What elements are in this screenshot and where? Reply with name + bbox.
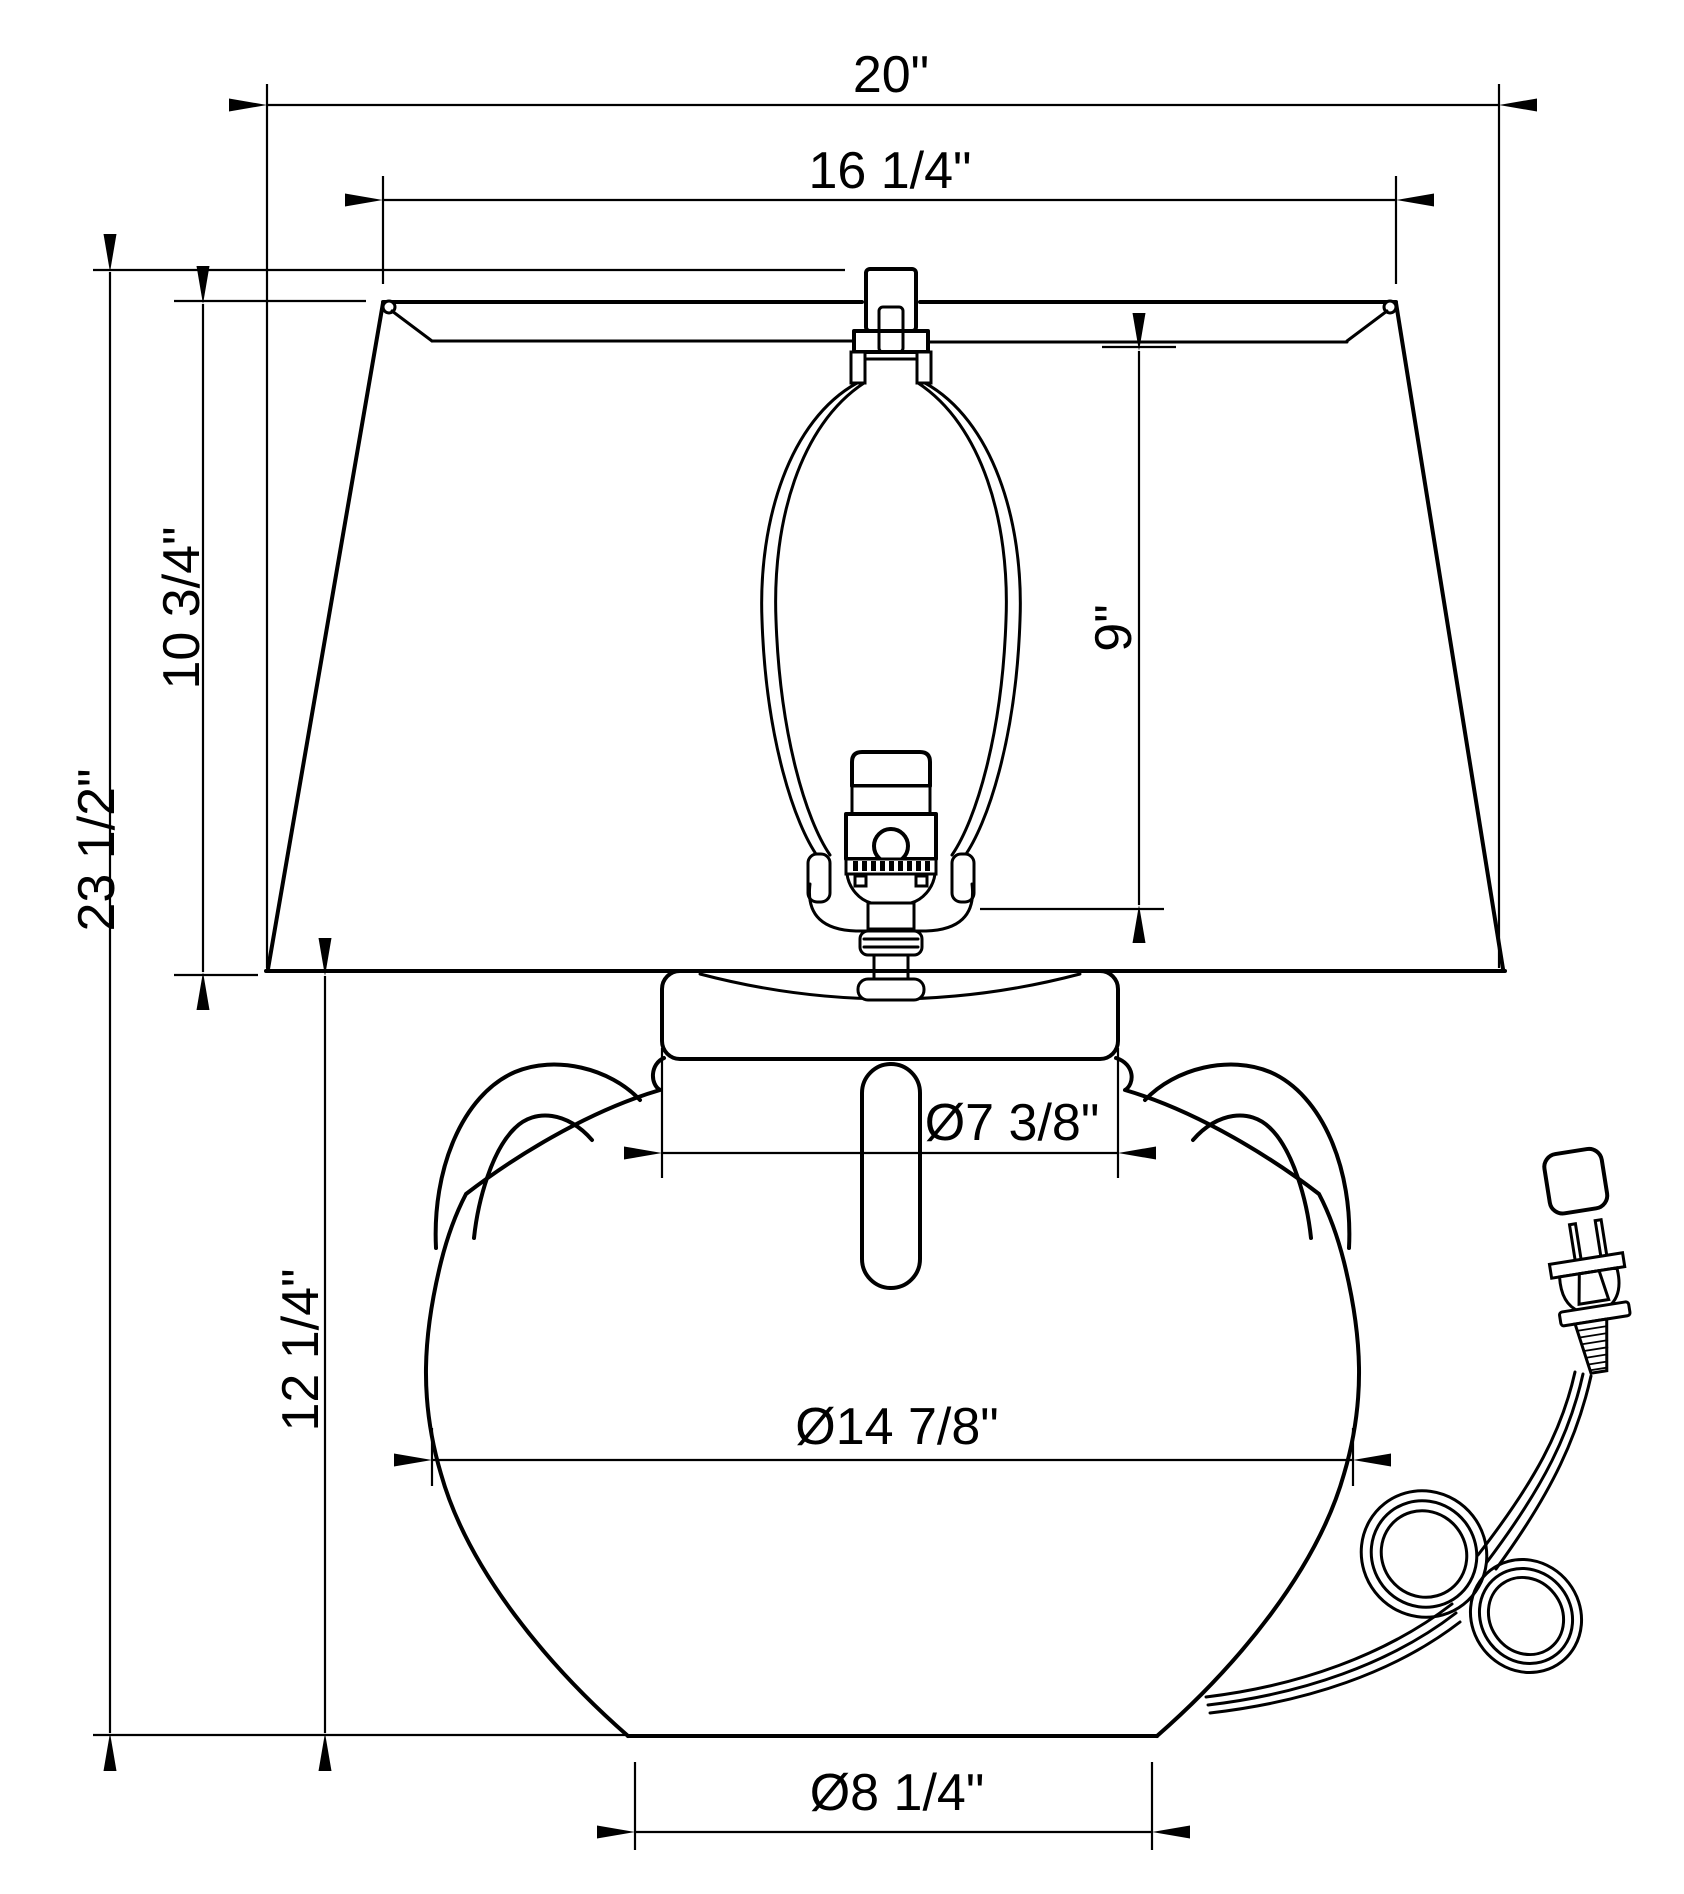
dim-base-height: 12 1/4": [272, 938, 332, 1771]
harp-bracket: [849, 329, 933, 385]
dim-shade-height: 10 3/4": [153, 266, 366, 1010]
finial: [864, 267, 918, 354]
dim-overall-width: 20": [229, 46, 1537, 968]
dim-harp-height-label: 9": [1085, 604, 1143, 651]
dim-body-diameter-label: Ø14 7/8": [795, 1398, 998, 1456]
plug-prong-right: [1593, 1217, 1609, 1260]
dim-shade-top-width: 16 1/4": [345, 142, 1434, 284]
power-cord: [1204, 1370, 1593, 1715]
socket: [844, 750, 938, 1002]
dim-harp-height: 9": [980, 313, 1176, 943]
cord-bow: [1359, 1489, 1584, 1675]
harp-sleeve-left: [806, 852, 832, 904]
plug-strain-relief: [1573, 1317, 1609, 1375]
dim-shade-height-label: 10 3/4": [153, 526, 211, 689]
harp: [760, 381, 1022, 933]
dim-overall-height-label: 23 1/2": [68, 768, 126, 931]
power-plug: [1542, 1146, 1632, 1375]
dim-overall-height: 23 1/2": [68, 234, 845, 1771]
dim-foot-diameter: Ø8 1/4": [597, 1762, 1190, 1850]
plug-prong-left: [1567, 1222, 1584, 1264]
vase-slot: [860, 1062, 922, 1290]
dim-body-diameter: Ø14 7/8": [394, 1398, 1391, 1486]
vase-handle-right: [1143, 1062, 1352, 1250]
harp-sleeve-right: [950, 852, 976, 904]
dim-collar-diameter-label: Ø7 3/8": [925, 1094, 1100, 1152]
dim-collar-diameter: Ø7 3/8": [624, 1048, 1156, 1178]
lamp-shade: [264, 299, 1507, 973]
vase-body: [423, 1056, 1362, 1738]
dim-shade-top-width-label: 16 1/4": [808, 142, 971, 200]
vase-handle-left: [433, 1062, 642, 1250]
plug-cap: [1542, 1146, 1610, 1216]
socket-ribs: [853, 861, 930, 871]
dim-foot-diameter-label: Ø8 1/4": [810, 1764, 985, 1822]
dim-base-height-label: 12 1/4": [272, 1268, 330, 1431]
dim-overall-width-label: 20": [853, 46, 929, 104]
